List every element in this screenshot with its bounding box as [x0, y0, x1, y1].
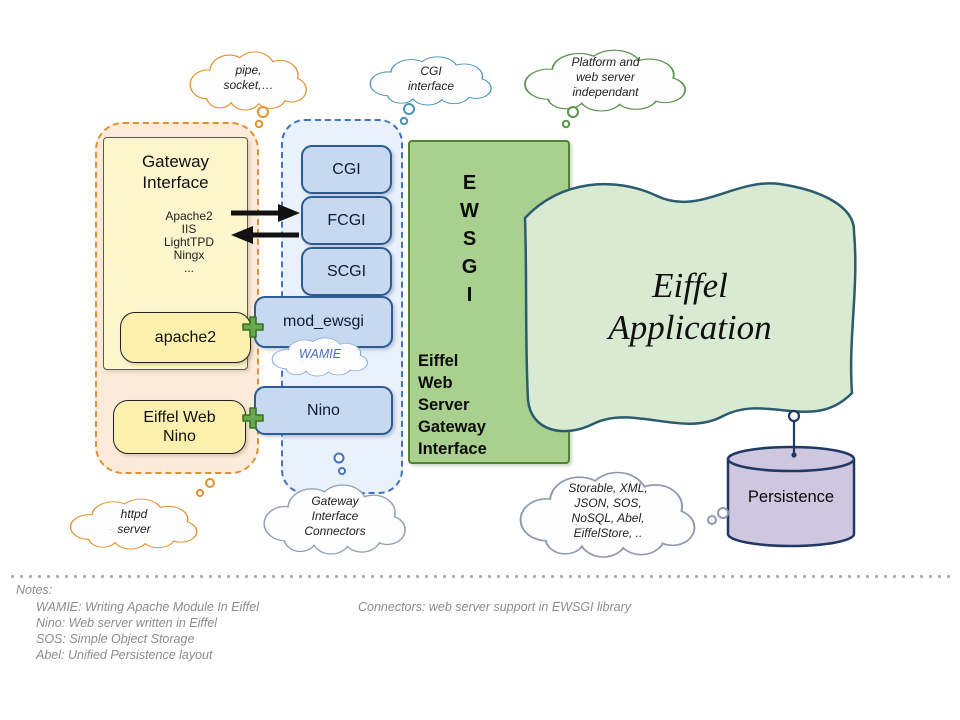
ewsgi-full-name: Eiffel Web Server Gateway Interface — [418, 352, 487, 458]
cgi-interface-cloud: CGI interface — [365, 52, 497, 106]
mod-ewsgi-label: mod_ewsgi — [283, 313, 364, 330]
application-flag-outline — [523, 182, 857, 433]
pipe-socket-cloud: pipe, socket,… — [185, 46, 312, 111]
gateway-connectors-cloud: Gateway Interface Connectors — [258, 478, 412, 555]
storage-options-cloud-label: Storable, XML, JSON, SOS, NoSQL, Abel, E… — [568, 480, 648, 540]
storable-cloud-trail — [707, 507, 729, 525]
cgi-connector-box: CGI — [301, 145, 392, 194]
cgi-interface-cloud-label: CGI interface — [407, 63, 455, 93]
apache2-label: apache2 — [154, 329, 217, 346]
platform-independent-cloud: Platform and web server independant — [518, 44, 693, 113]
storage-options-cloud: Storable, XML, JSON, SOS, NoSQL, Abel, E… — [513, 464, 703, 559]
cylinder-body — [726, 459, 856, 548]
scgi-connector-box: SCGI — [301, 247, 392, 296]
nino-connector-box: Nino — [254, 386, 393, 435]
persistence-cylinder: Persistence — [726, 445, 856, 548]
cgi-cloud-trail — [399, 103, 415, 126]
apache2-box: apache2 — [120, 312, 251, 363]
note-wamie: WAMIE: Writing Apache Module In Eiffel — [36, 600, 260, 614]
httpd-server-cloud-label: httpd server — [117, 506, 151, 536]
note-abel: Abel: Unified Persistence layout — [36, 648, 213, 662]
eiffel-web-nino-box: Eiffel Web Nino — [113, 400, 246, 454]
scgi-label: SCGI — [326, 262, 367, 280]
gateway-connectors-cloud-label: Gateway Interface Connectors — [304, 493, 366, 538]
cylinder-top — [726, 445, 856, 473]
nino-label: Nino — [307, 401, 340, 419]
eiffel-application-shape — [523, 182, 857, 433]
gateway-interface-title: Gateway Interface — [141, 152, 210, 192]
note-nino: Nino: Web server written in Eiffel — [36, 616, 218, 630]
wamie-cloud-label: WAMIE — [298, 347, 342, 362]
notes-separator — [8, 574, 952, 579]
cylinder-shape — [726, 445, 856, 548]
note-sos: SOS: Simple Object Storage — [36, 632, 195, 646]
ewsgi-acronym: E W S G I — [460, 172, 480, 306]
fcgi-connector-box: FCGI — [301, 196, 392, 245]
persistence-label: Persistence — [747, 488, 835, 506]
pipe-socket-cloud-label: pipe, socket,… — [223, 63, 274, 92]
httpd-server-cloud: httpd server — [65, 494, 203, 550]
platform-independent-cloud-label: Platform and web server independant — [571, 55, 640, 99]
wamie-cloud: WAMIE — [268, 334, 372, 377]
notes-heading: Notes: — [16, 583, 53, 597]
eiffel-web-nino-label: Eiffel Web Nino — [143, 409, 216, 445]
note-connectors: Connectors: web server support in EWSGI … — [358, 600, 632, 614]
pipe-cloud-trail — [254, 106, 269, 129]
cgi-label: CGI — [332, 160, 361, 178]
eiffel-application-label: Eiffel Application — [608, 266, 772, 347]
web-server-list: Apache2 IIS LightTPD Ningx ... — [163, 209, 215, 275]
fcgi-label: FCGI — [327, 211, 366, 229]
